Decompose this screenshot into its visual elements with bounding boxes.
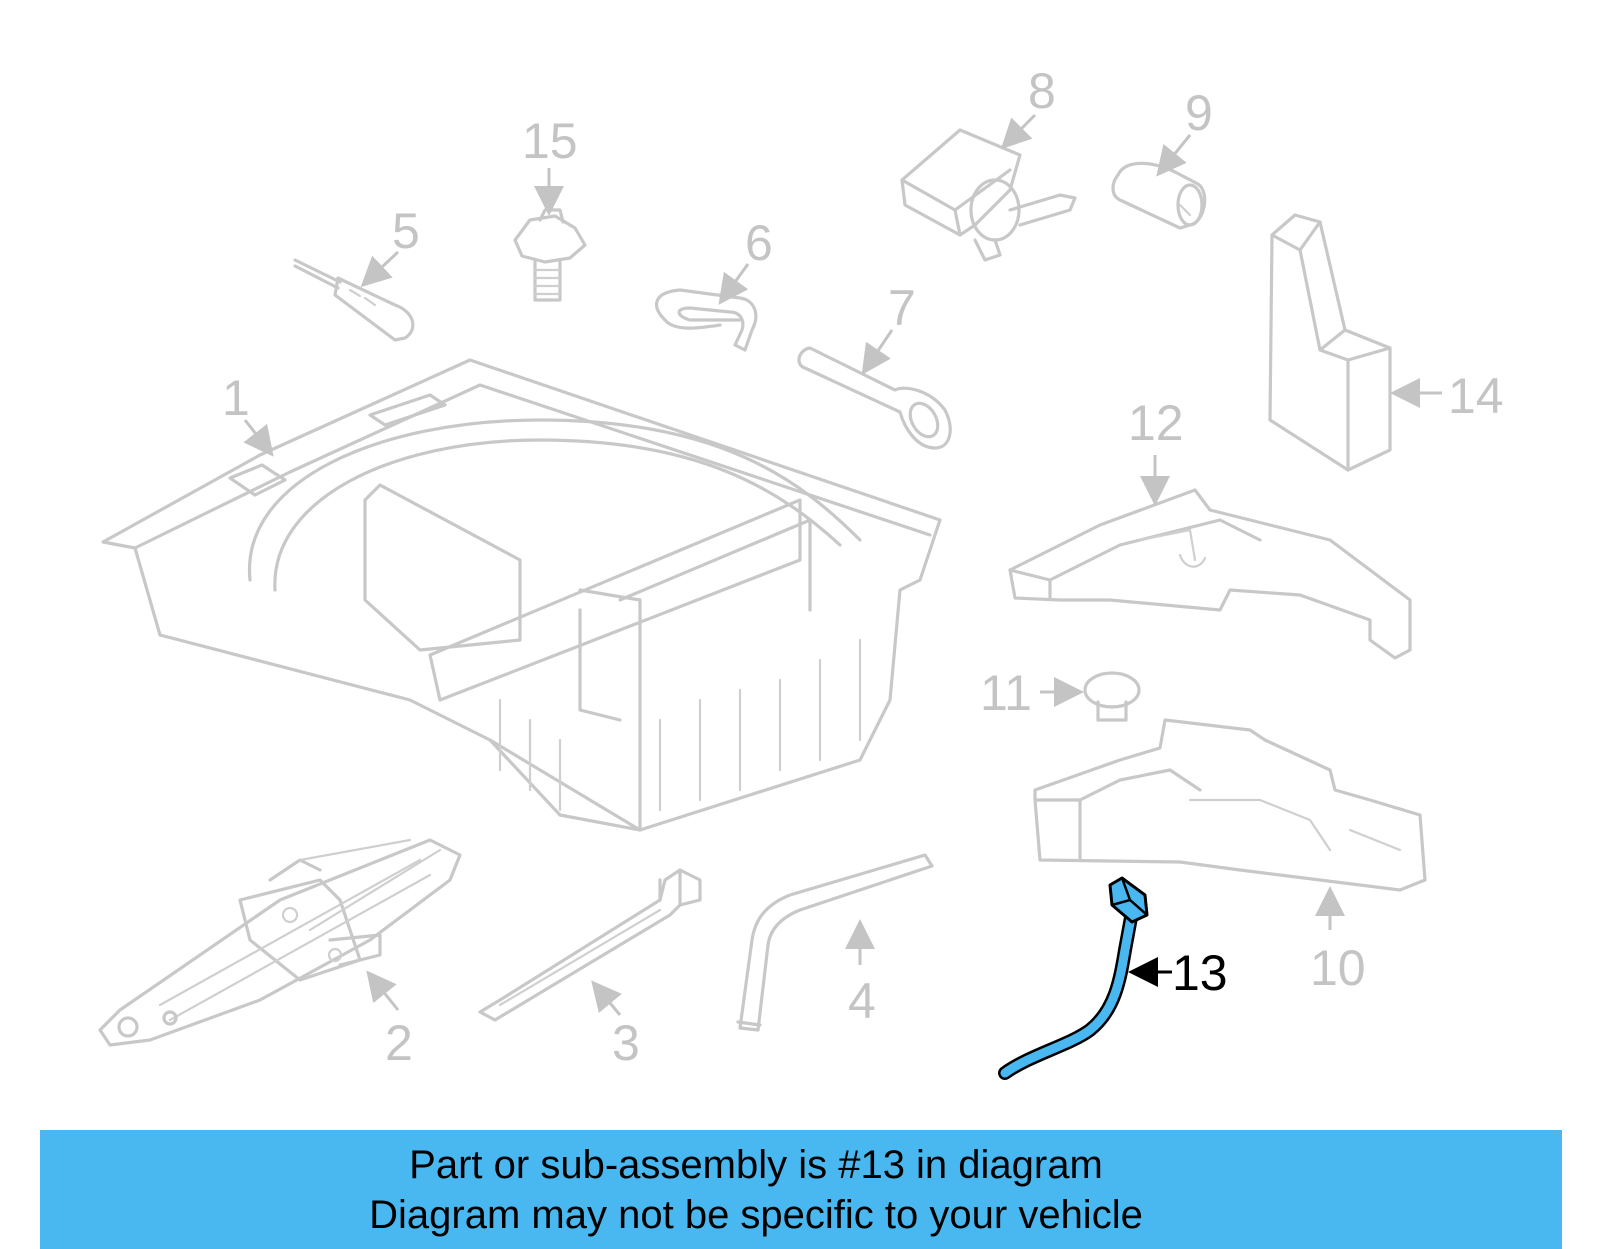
callout-4: 4 bbox=[848, 973, 876, 1029]
part-4-extension-bar bbox=[736, 853, 934, 1032]
callout-7: 7 bbox=[888, 280, 916, 336]
callout-14: 14 bbox=[1448, 368, 1504, 424]
part-5-screwdriver bbox=[293, 258, 415, 342]
callout-1: 1 bbox=[222, 370, 250, 426]
part-6-clip bbox=[654, 288, 758, 352]
callout-12: 12 bbox=[1128, 395, 1184, 451]
callout-5: 5 bbox=[392, 203, 420, 259]
part-7-tow-hook bbox=[797, 346, 952, 450]
part-3-wrench bbox=[478, 868, 702, 1022]
parts-diagram: 1 2 3 4 5 6 bbox=[98, 63, 1504, 1080]
info-banner: Part or sub-assembly is #13 in diagram D… bbox=[40, 1130, 1562, 1249]
part-1-trunk-pan bbox=[101, 358, 942, 832]
part-8-compressor bbox=[900, 128, 1077, 262]
callout-6: 6 bbox=[745, 215, 773, 271]
part-10-tool-tray bbox=[1033, 718, 1427, 892]
part-2-jack bbox=[98, 838, 462, 1047]
part-12-tool-tray bbox=[1008, 488, 1412, 660]
callout-10: 10 bbox=[1310, 940, 1366, 996]
part-13-hose-highlighted bbox=[998, 876, 1149, 1080]
callout-9: 9 bbox=[1185, 85, 1213, 141]
callout-3: 3 bbox=[612, 1015, 640, 1071]
callout-15: 15 bbox=[522, 113, 578, 169]
banner-line-2: Diagram may not be specific to your vehi… bbox=[369, 1193, 1143, 1237]
part-15-hold-down-bolt bbox=[513, 208, 587, 302]
banner-line-1: Part or sub-assembly is #13 in diagram bbox=[409, 1143, 1103, 1187]
callout-8: 8 bbox=[1028, 63, 1056, 119]
part-9-sealant-bottle bbox=[1111, 161, 1207, 230]
callout-13: 13 bbox=[1172, 945, 1228, 1001]
part-11-plug bbox=[1083, 671, 1141, 722]
callout-11: 11 bbox=[980, 665, 1032, 721]
part-14-cover bbox=[1268, 213, 1392, 472]
callout-2: 2 bbox=[385, 1015, 413, 1071]
